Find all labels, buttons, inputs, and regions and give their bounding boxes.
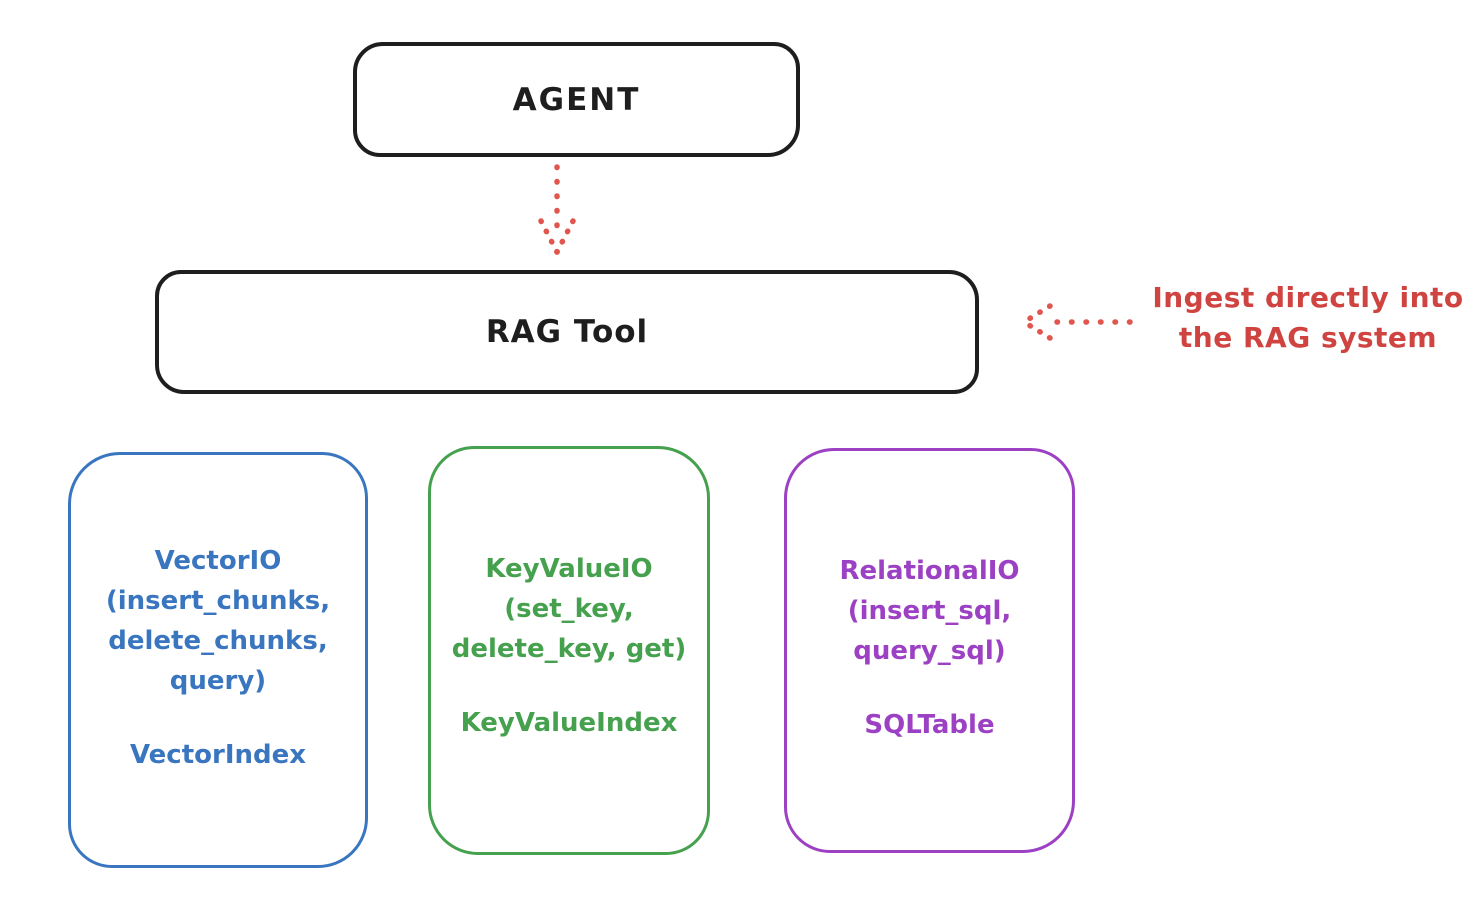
card-title-line: delete_chunks, [108, 626, 328, 656]
keyvalueio-card-title: KeyValueIO (set_key, delete_key, get) [452, 549, 687, 669]
card-title-line: RelationalIO [839, 556, 1020, 586]
relationalio-index-label: SQLTable [864, 710, 995, 740]
relationalio-card-title: RelationalIO (insert_sql, query_sql) [839, 551, 1019, 671]
rag-tool-label: RAG Tool [485, 314, 649, 350]
keyvalueio-card: KeyValueIO (set_key, delete_key, get) Ke… [428, 446, 710, 855]
card-title-line: (insert_sql, [847, 596, 1012, 626]
vectorio-card: VectorIO (insert_chunks, delete_chunks, … [68, 452, 368, 868]
relationalio-card: RelationalIO (insert_sql, query_sql) SQL… [784, 448, 1075, 853]
card-title-line: (set_key, [504, 594, 634, 624]
rag-tool-node: RAG Tool [155, 270, 979, 394]
card-title-line: query_sql) [853, 636, 1006, 666]
vectorio-card-title: VectorIO (insert_chunks, delete_chunks, … [106, 541, 330, 701]
card-title-line: VectorIO [154, 546, 282, 576]
dotted-down-arrow-icon [538, 164, 576, 255]
dotted-left-arrow-icon [1021, 303, 1133, 341]
ingest-note: Ingest directly into the RAG system [1140, 278, 1476, 358]
ingest-note-line1: Ingest directly into [1152, 281, 1464, 314]
agent-label: AGENT [512, 81, 641, 118]
card-title-line: KeyValueIO [485, 554, 653, 584]
ingest-note-line2: the RAG system [1178, 321, 1438, 354]
vectorio-index-label: VectorIndex [129, 740, 307, 770]
keyvalueio-index-label: KeyValueIndex [460, 708, 678, 738]
card-title-line: (insert_chunks, [105, 586, 331, 616]
card-title-line: query) [169, 666, 267, 696]
card-title-line: delete_key, get) [451, 634, 687, 664]
agent-node: AGENT [353, 42, 800, 157]
